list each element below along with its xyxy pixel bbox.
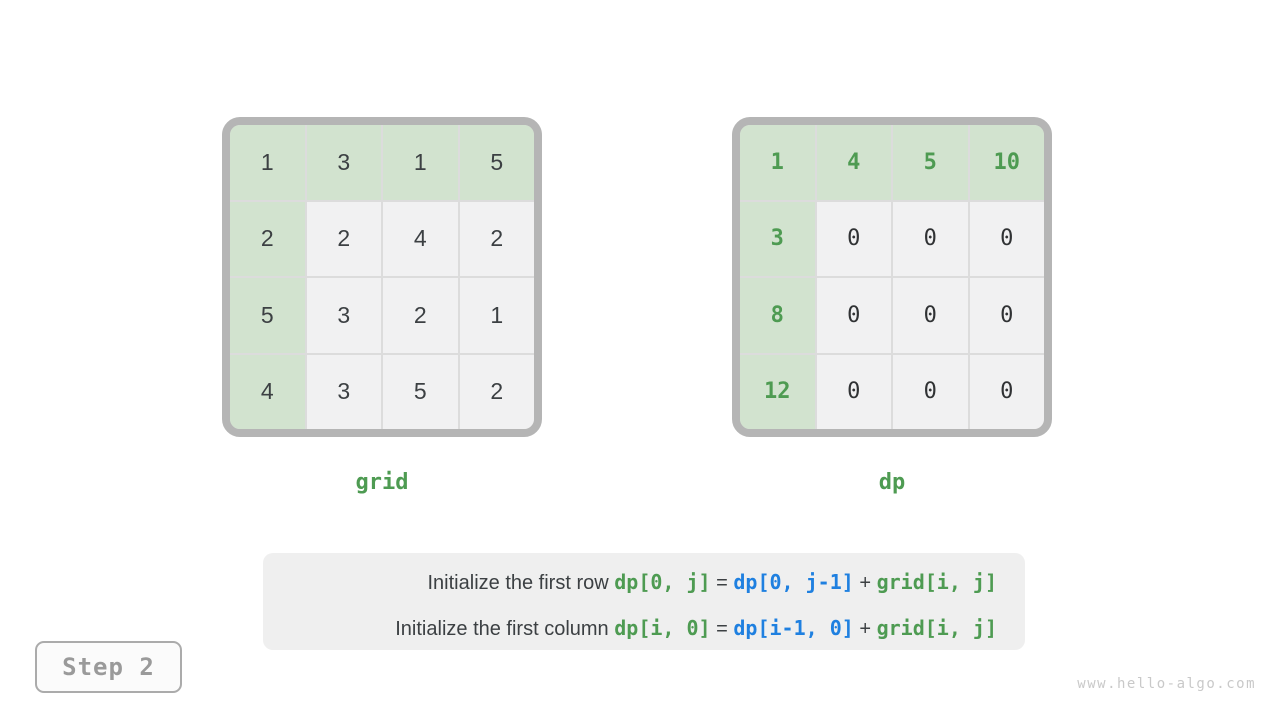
dp-cell: 0 — [969, 201, 1044, 276]
caption-segment-plain: = — [710, 618, 734, 640]
grid-cell: 4 — [230, 354, 305, 429]
grid-cell: 1 — [230, 125, 305, 200]
caption-segment-blue-code: dp[0, j-1] — [733, 570, 854, 594]
caption-line-first-column: Initialize the first column dp[i, 0] = d… — [263, 606, 997, 652]
dp-cell: 5 — [893, 125, 968, 200]
dp-cell: 0 — [969, 354, 1044, 429]
dp-cell: 3 — [740, 201, 815, 276]
dp-cell: 0 — [893, 201, 968, 276]
caption-segment-blue-code: dp[i-1, 0] — [733, 616, 854, 640]
grid-cell: 4 — [383, 201, 458, 276]
caption-segment-plain: + — [853, 572, 877, 594]
caption-box: Initialize the first row dp[0, j] = dp[0… — [263, 553, 1025, 650]
dp-cell: 0 — [816, 278, 891, 353]
caption-segment-green-code: dp[0, j] — [614, 570, 711, 594]
grid-cell: 1 — [383, 125, 458, 200]
grid-cell: 2 — [383, 278, 458, 353]
dp-cell: 0 — [816, 201, 891, 276]
dp-cell: 0 — [816, 354, 891, 429]
dp-cell: 0 — [893, 278, 968, 353]
caption-segment-green-code: grid[i, j] — [876, 616, 997, 640]
caption-line-first-row: Initialize the first row dp[0, j] = dp[0… — [263, 560, 998, 606]
grid-matrix-label: grid — [355, 470, 409, 495]
grid-cell: 2 — [306, 201, 381, 276]
dp-cell: 0 — [969, 278, 1044, 353]
grid-cell: 3 — [306, 278, 381, 353]
grid-cell: 1 — [459, 278, 534, 353]
step-badge: Step 2 — [35, 641, 182, 693]
caption-segment-plain: = — [710, 572, 734, 594]
grid-cell: 2 — [459, 354, 534, 429]
dp-matrix-label: dp — [878, 470, 906, 495]
grid-cell: 2 — [230, 201, 305, 276]
dp-cell: 1 — [740, 125, 815, 200]
grid-cell: 5 — [230, 278, 305, 353]
dp-cell: 4 — [816, 125, 891, 200]
grid-cell: 3 — [306, 354, 381, 429]
caption-segment-plain: Initialize the first row — [427, 572, 615, 594]
dp-cell: 8 — [740, 278, 815, 353]
watermark: www.hello-algo.com — [1077, 676, 1256, 692]
dp-cell: 10 — [969, 125, 1044, 200]
grid-cell: 5 — [459, 125, 534, 200]
caption-segment-plain: Initialize the first column — [395, 618, 615, 640]
grid-cell: 5 — [383, 354, 458, 429]
caption-segment-green-code: grid[i, j] — [876, 570, 997, 594]
caption-segment-plain: + — [853, 618, 877, 640]
dp-cell: 0 — [893, 354, 968, 429]
grid-cell: 2 — [459, 201, 534, 276]
dp-cell: 12 — [740, 354, 815, 429]
caption-segment-green-code: dp[i, 0] — [614, 616, 711, 640]
grid-cell: 3 — [306, 125, 381, 200]
